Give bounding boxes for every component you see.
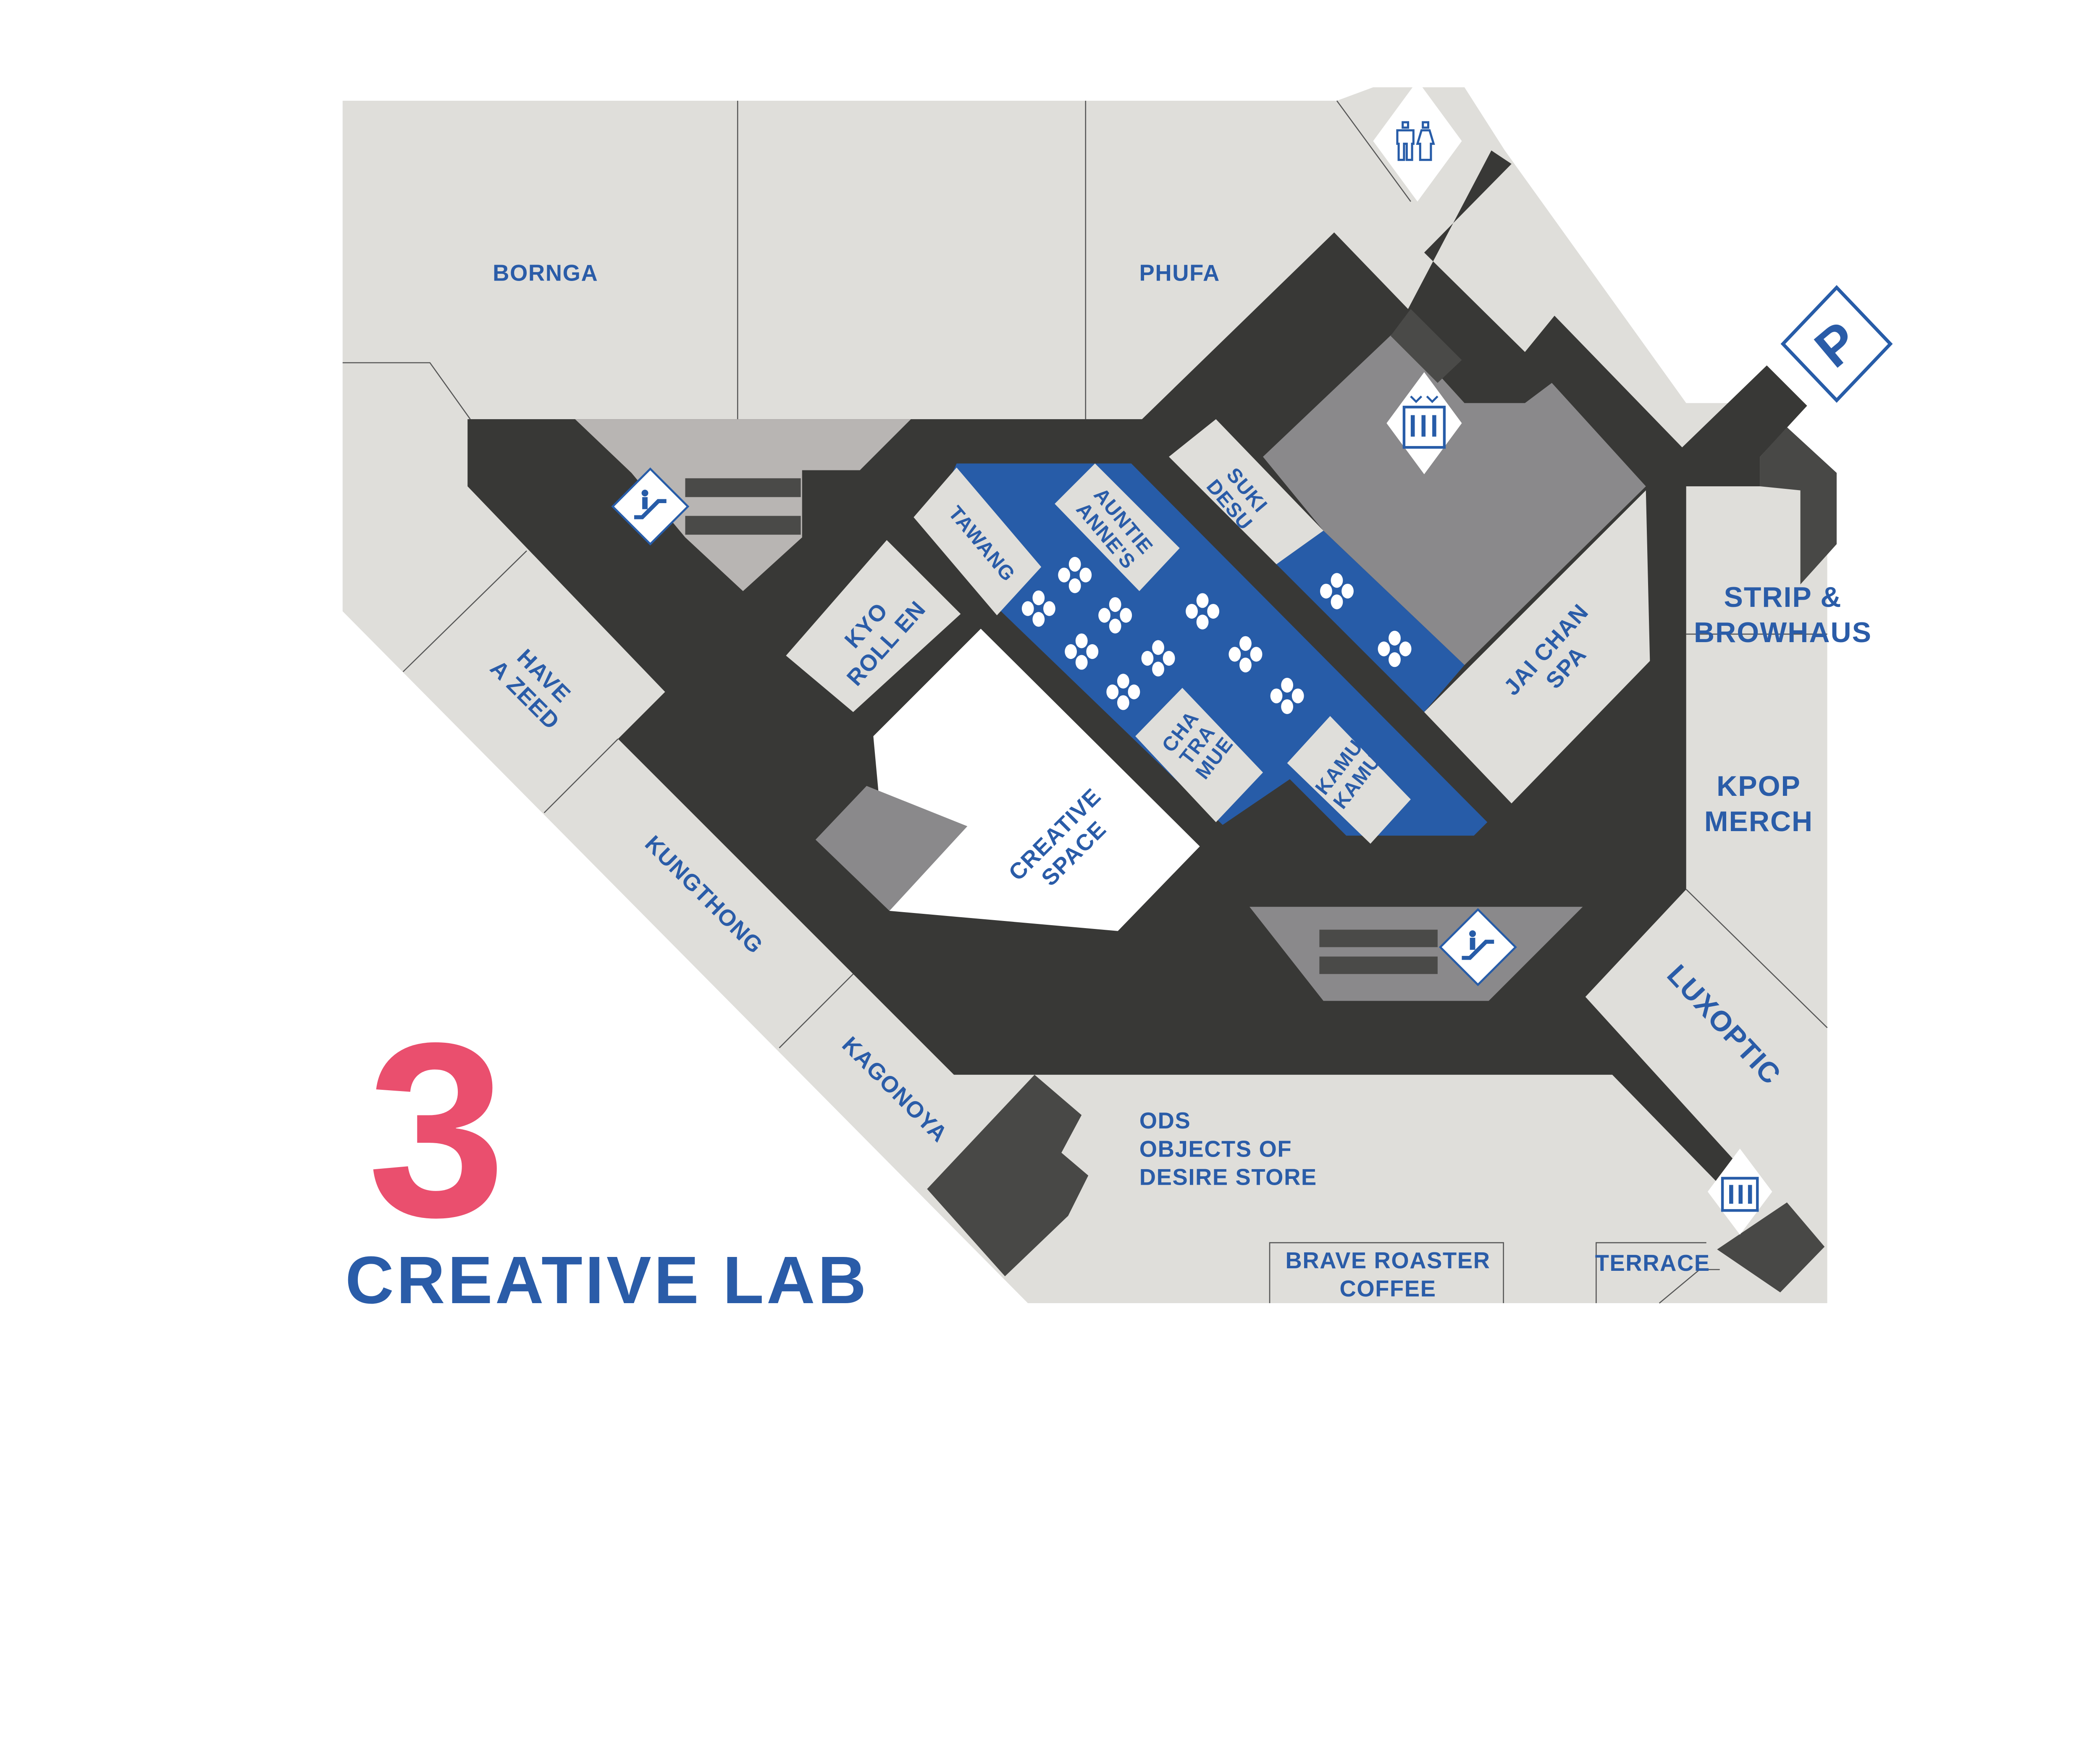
escalator-steps <box>685 516 801 535</box>
floor-map: P BORNGA PHUFA HAVEA ZEED KUNGTHONG KAGO… <box>342 80 1893 1318</box>
seating-icon <box>1320 573 1354 609</box>
seating-icon <box>1106 674 1140 710</box>
escalator-well-top <box>575 419 911 591</box>
stair-block <box>815 786 968 911</box>
floor-number: 3 <box>368 991 506 1269</box>
store-suki-desu[interactable] <box>1169 419 1323 564</box>
seating-icon <box>1378 630 1412 667</box>
store-auntie-annes[interactable] <box>1055 463 1180 591</box>
store-kyo-roll-en[interactable] <box>786 540 961 712</box>
escalator-steps <box>1319 929 1438 947</box>
escalator-icon[interactable] <box>1438 908 1517 987</box>
store-cha-tra-mue[interactable] <box>1135 687 1263 822</box>
stair-block <box>927 1075 1089 1277</box>
label-bornga: BORNGA <box>493 260 598 286</box>
stair-block <box>1760 427 1837 585</box>
restroom-icon[interactable] <box>1373 80 1462 202</box>
seating-icon <box>1065 633 1099 670</box>
store-kamu-kamu[interactable] <box>1287 716 1411 844</box>
label-kpop-merch-line2: MERCH <box>1704 805 1814 837</box>
label-kpop-merch-line1: KPOP <box>1717 770 1801 802</box>
escalator-steps <box>1319 956 1438 974</box>
escalator-steps <box>685 478 801 497</box>
seating-icon <box>1186 593 1220 630</box>
label-strip-browhaus: STRIP & BROWHAUS <box>1694 580 1872 650</box>
label-phufa: PHUFA <box>1139 260 1220 286</box>
store-tawang[interactable] <box>914 467 1042 616</box>
store-dividers <box>342 100 1828 1304</box>
seating-icon <box>1270 677 1304 714</box>
label-terrace: TERRACE <box>1595 1250 1710 1276</box>
label-strip-browhaus-line1: STRIP & <box>1724 581 1842 613</box>
stair-block <box>1717 1202 1825 1293</box>
elevator-icon[interactable] <box>1707 1149 1772 1235</box>
label-kpop-merch: KPOP MERCH <box>1704 769 1813 839</box>
seating-group <box>1021 556 1412 714</box>
food-court-area-east <box>1276 530 1465 712</box>
map-container: P BORNGA PHUFA HAVEA ZEED KUNGTHONG KAGO… <box>342 80 1893 1318</box>
stair-block <box>1390 309 1462 383</box>
escalator-icon[interactable] <box>611 467 690 546</box>
seating-icon <box>1021 590 1055 627</box>
service-core <box>1263 329 1646 665</box>
seating-icon <box>1058 556 1092 593</box>
floor-name: CREATIVE LAB <box>345 1242 869 1317</box>
store-jai-chan-spa[interactable] <box>1424 490 1650 803</box>
seating-icon <box>1141 640 1175 677</box>
seating-icon <box>1228 636 1263 673</box>
label-strip-browhaus-line2: BROWHAUS <box>1694 616 1872 648</box>
store-creative-space[interactable] <box>873 629 1200 931</box>
seating-icon <box>1098 597 1132 634</box>
elevator-icon[interactable] <box>1386 372 1462 475</box>
parking-icon[interactable]: P <box>1780 285 1893 403</box>
